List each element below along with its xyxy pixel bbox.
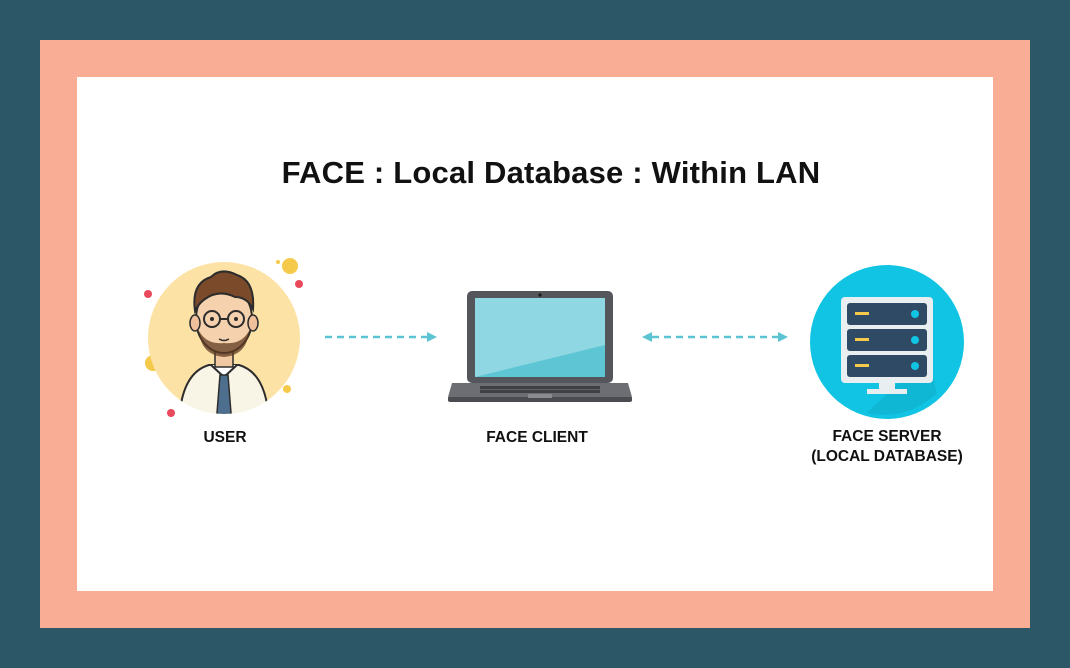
laptop-icon bbox=[448, 291, 632, 402]
server-label-line1: FACE SERVER bbox=[832, 428, 942, 445]
diagram-canvas: FACE : Local Database : Within LAN bbox=[77, 77, 993, 591]
user-label: USER bbox=[203, 429, 247, 446]
user-avatar-icon bbox=[144, 258, 303, 417]
arrow-client-to-server bbox=[642, 332, 788, 342]
diagram-title: FACE : Local Database : Within LAN bbox=[281, 155, 821, 190]
client-label: FACE CLIENT bbox=[486, 429, 588, 446]
server-label-line2: (LOCAL DATABASE) bbox=[811, 448, 963, 465]
arrow-user-to-client bbox=[325, 332, 437, 342]
server-icon bbox=[810, 265, 964, 419]
server-label: FACE SERVER (LOCAL DATABASE) bbox=[777, 427, 997, 467]
